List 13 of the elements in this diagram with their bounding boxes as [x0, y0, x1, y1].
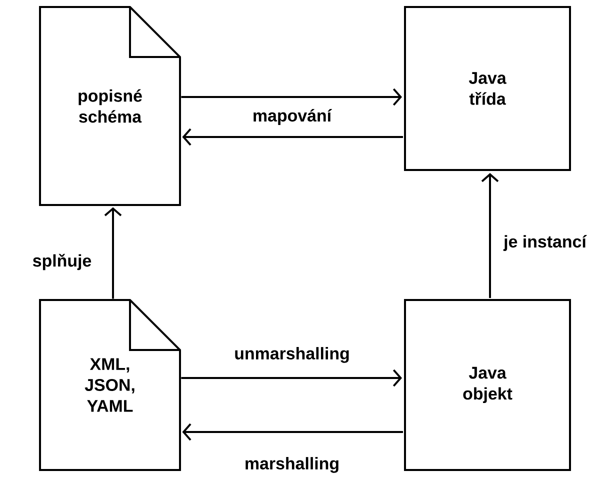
- edge-label: mapování: [251, 108, 333, 126]
- arrow: [182, 128, 403, 146]
- arrow: [181, 369, 402, 387]
- edge-label: splňuje: [31, 252, 93, 272]
- arrow: [182, 423, 403, 441]
- process-box: Java objekt: [404, 298, 571, 471]
- arrow: [181, 88, 402, 106]
- edge-label: marshalling: [243, 456, 341, 474]
- edge-label: je instancí: [502, 234, 588, 252]
- process-box: Java třída: [404, 6, 571, 171]
- edge-label: unmarshalling: [233, 346, 351, 364]
- arrow: [481, 173, 499, 298]
- arrow: [104, 207, 122, 299]
